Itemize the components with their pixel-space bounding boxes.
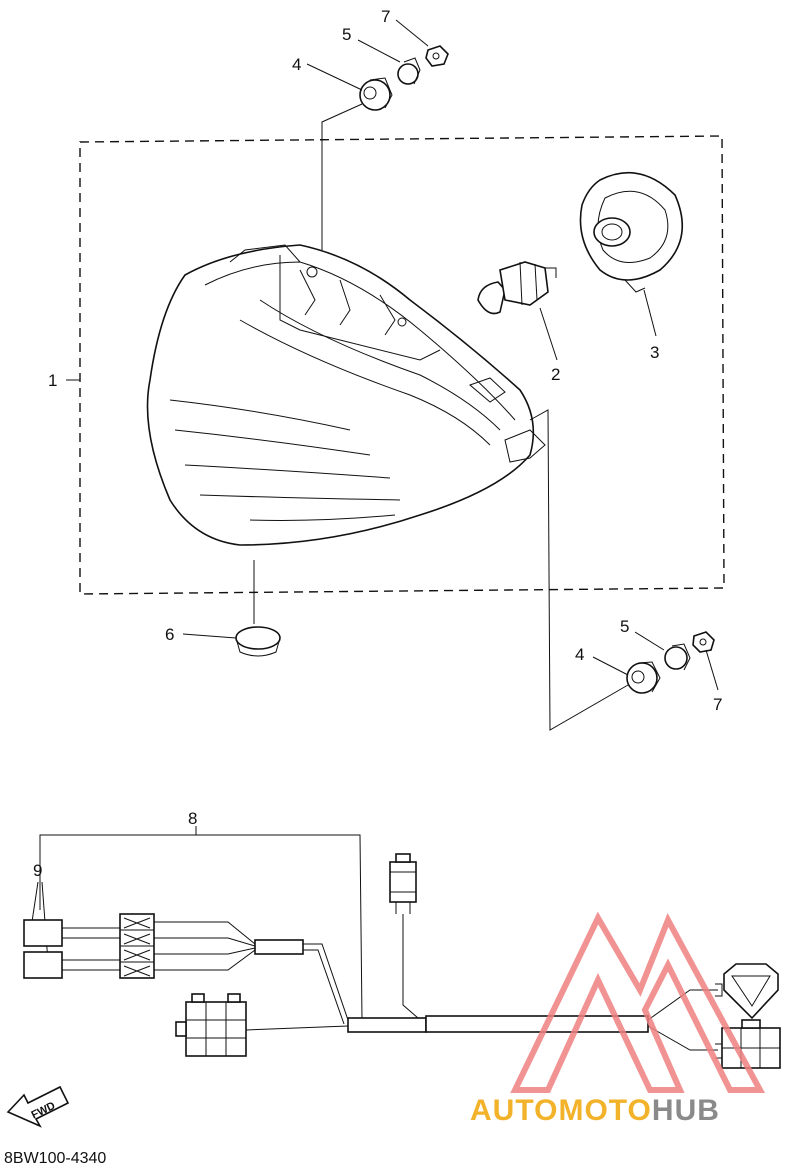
assembly-boundary-dashed: [79, 135, 725, 595]
rubber-cap: [235, 626, 281, 657]
grommet-bottom: [626, 661, 661, 694]
logo-triangle-mark: [510, 911, 766, 1093]
callout-5-top: 5: [342, 25, 351, 44]
callout-7-top: 7: [381, 7, 390, 26]
callout-2: 2: [551, 365, 560, 384]
callout-4-top: 4: [292, 55, 301, 74]
leader-lines-upper: [66, 19, 719, 731]
fwd-arrow: FWD: [6, 1085, 70, 1128]
callout-9: 9: [33, 861, 42, 880]
nut-bottom: [692, 631, 715, 653]
callout-4-bottom: 4: [575, 645, 584, 664]
collar-bottom: [664, 643, 691, 671]
callout-5-bottom: 5: [620, 617, 629, 636]
watermark-auto: AUTO: [470, 1094, 558, 1127]
collar-top: [397, 57, 421, 85]
bulb-cover: [579, 172, 683, 293]
watermark-moto: MOTO: [558, 1094, 651, 1127]
diagram-code: 8BW100-4340: [4, 1150, 106, 1167]
watermark-hub: HUB: [652, 1094, 720, 1127]
automotohub-logo: [510, 911, 766, 1093]
callout-1: 1: [48, 371, 57, 390]
headlight-bulb: [477, 261, 557, 315]
headlight-housing: [146, 244, 546, 546]
nut-top: [425, 45, 449, 67]
callout-6: 6: [165, 625, 174, 644]
callout-8: 8: [188, 809, 197, 828]
callout-7-bottom: 7: [713, 695, 722, 714]
callout-3: 3: [650, 343, 659, 362]
grommet-top: [359, 77, 393, 111]
wiring-harness: [23, 826, 781, 1069]
watermark-brand: AUTOMOTOHUB: [470, 1094, 720, 1127]
